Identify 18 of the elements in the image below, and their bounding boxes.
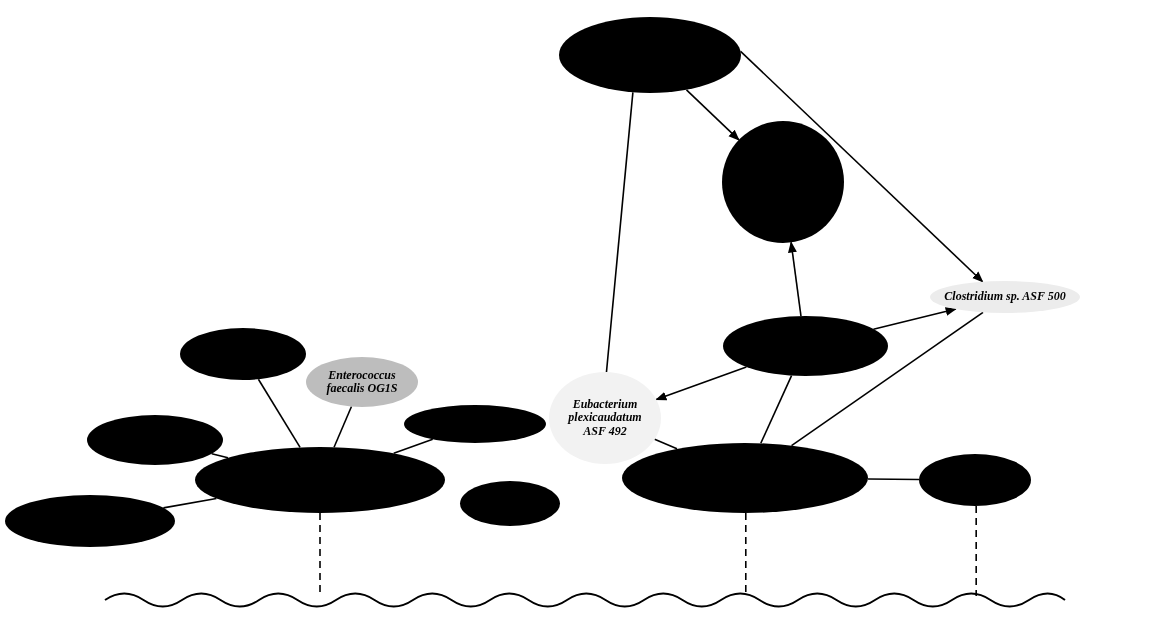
- connector-line: [162, 497, 218, 509]
- connector-line: [790, 311, 984, 447]
- arrow: [685, 89, 740, 141]
- connector-line: [760, 374, 793, 445]
- arrow: [655, 366, 748, 401]
- species-label: Enterococcus faecalis OG1S: [325, 368, 399, 396]
- arrow: [788, 241, 802, 317]
- connector-line: [653, 438, 678, 450]
- connector-line: [975, 505, 977, 597]
- connector-line: [333, 405, 353, 448]
- connector-line: [392, 438, 434, 455]
- connector-line: [605, 91, 634, 373]
- species-label: Clostridium sp. ASF 500: [944, 290, 1066, 304]
- arrow: [739, 50, 984, 283]
- connector-line: [257, 378, 301, 449]
- arrow: [872, 307, 957, 331]
- connector-line: [867, 478, 920, 481]
- species-label: Eubacterium plexicaudatum ASF 492: [566, 398, 643, 438]
